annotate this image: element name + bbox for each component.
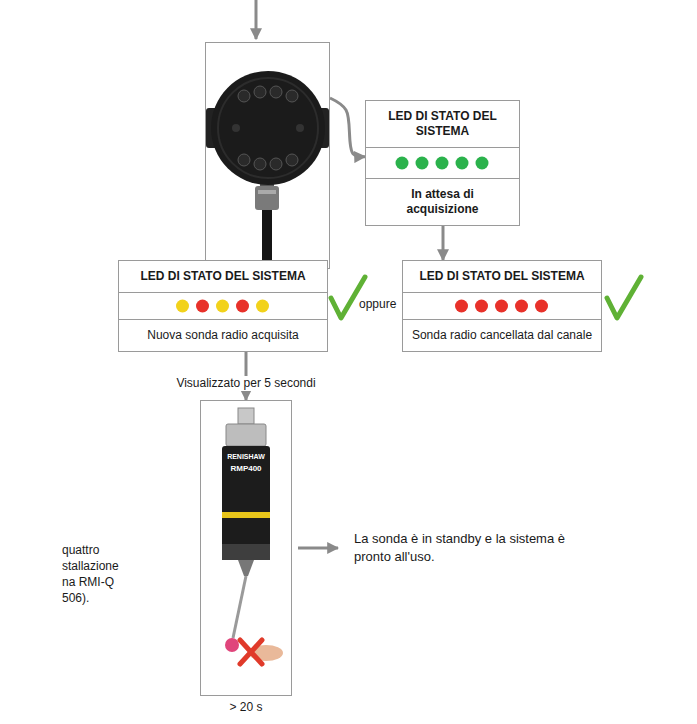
probe-picture bbox=[233, 576, 246, 638]
device-photo-box: RMI-Q bbox=[205, 42, 330, 269]
flow-arrow bbox=[330, 98, 365, 157]
cut-note-text: stallazione bbox=[62, 558, 119, 574]
check-mark bbox=[607, 277, 641, 318]
probe-photo-box: > 20 s bbox=[200, 400, 292, 696]
probe-picture bbox=[222, 512, 270, 518]
led-dot bbox=[476, 157, 489, 170]
led-dot bbox=[236, 300, 249, 313]
result-arrow bbox=[298, 547, 338, 550]
status-note: La sonda è in standby e la sistema è pro… bbox=[354, 530, 569, 566]
led-dot bbox=[436, 157, 449, 170]
receiver-picture bbox=[286, 154, 298, 166]
receiver-picture bbox=[255, 186, 279, 210]
led-dot bbox=[196, 300, 209, 313]
probe-picture bbox=[222, 544, 270, 560]
probe-picture bbox=[240, 640, 262, 664]
alternative-word: oppure bbox=[359, 296, 396, 312]
flow-arrow bbox=[442, 226, 445, 260]
led-row bbox=[366, 148, 518, 178]
led-dot bbox=[396, 157, 409, 170]
status-led-box: LED DI STATO DEL SISTEMA Sonda radio canc… bbox=[402, 260, 602, 352]
receiver-picture bbox=[262, 210, 272, 264]
led-dot bbox=[455, 300, 468, 313]
receiver-picture bbox=[232, 124, 240, 132]
probe-picture bbox=[240, 640, 262, 664]
led-row bbox=[119, 293, 326, 319]
receiver-picture bbox=[238, 90, 250, 102]
receiver-picture bbox=[258, 190, 276, 194]
check-mark bbox=[607, 277, 641, 318]
brand-text: RENISHAW bbox=[222, 452, 270, 461]
status-led-box: LED DI STATO DEL SISTEMA In attesa di acq… bbox=[365, 100, 520, 226]
probe-picture bbox=[238, 560, 254, 576]
led-dot bbox=[495, 300, 508, 313]
box-heading: LED DI STATO DEL SISTEMA bbox=[119, 261, 327, 293]
receiver-picture bbox=[218, 78, 318, 178]
led-dot bbox=[475, 300, 488, 313]
edge-label: Visualizzato per 5 secondi bbox=[173, 376, 318, 391]
led-dot bbox=[535, 300, 548, 313]
receiver-picture bbox=[211, 71, 325, 185]
led-dot bbox=[176, 300, 189, 313]
box-heading: LED DI STATO DEL SISTEMA bbox=[403, 261, 601, 293]
status-text: In attesa di acquisizione bbox=[366, 178, 519, 225]
receiver-picture bbox=[254, 86, 266, 98]
model-text: RMP400 bbox=[222, 463, 270, 474]
entry-arrow bbox=[255, 0, 258, 39]
box-heading: LED DI STATO DEL SISTEMA bbox=[366, 101, 519, 148]
receiver-picture bbox=[286, 90, 298, 102]
receiver-picture bbox=[238, 154, 250, 166]
status-led-box: LED DI STATO DEL SISTEMA Nuova sonda radi… bbox=[118, 260, 328, 352]
probe-picture bbox=[238, 408, 254, 424]
led-dot bbox=[216, 300, 229, 313]
probe-picture bbox=[222, 408, 283, 664]
led-dot bbox=[515, 300, 528, 313]
probe-picture bbox=[225, 638, 239, 652]
device-caption: > 20 s bbox=[229, 700, 262, 715]
status-text: Sonda radio cancellata dal canale bbox=[403, 319, 601, 351]
probe-picture bbox=[222, 446, 270, 560]
led-row bbox=[403, 293, 600, 319]
receiver-picture bbox=[254, 158, 266, 170]
probe-picture bbox=[226, 424, 266, 446]
led-dot bbox=[256, 300, 269, 313]
status-text: Nuova sonda radio acquisita bbox=[119, 319, 327, 351]
cut-note-text: na RMI-Q bbox=[62, 574, 114, 590]
receiver-picture bbox=[270, 158, 282, 170]
cut-note-text: 506). bbox=[62, 590, 89, 606]
receiver-picture bbox=[206, 71, 329, 264]
led-dot bbox=[416, 157, 429, 170]
receiver-picture bbox=[296, 124, 304, 132]
led-dot bbox=[456, 157, 469, 170]
cut-note-text: quattro bbox=[62, 542, 99, 558]
receiver-picture bbox=[270, 86, 282, 98]
